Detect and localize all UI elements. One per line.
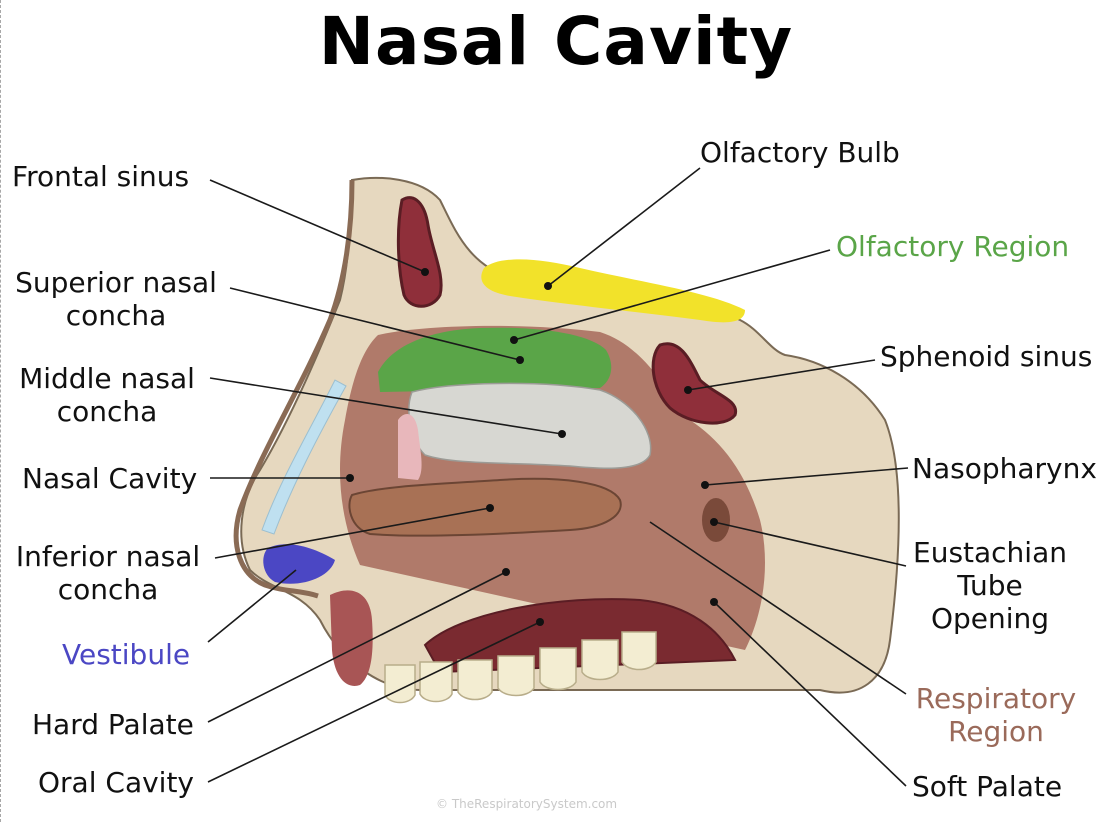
label-respiratory-line2: Region xyxy=(948,715,1044,748)
page-edge xyxy=(0,0,2,822)
label-middle-concha: Middle nasal concha xyxy=(14,362,200,428)
label-frontal-sinus: Frontal sinus xyxy=(12,160,190,193)
olfactory-bulb-shape xyxy=(481,259,745,323)
label-inferior-concha: Inferior nasal concha xyxy=(10,540,206,606)
label-middle-concha-line1: Middle nasal xyxy=(19,362,195,395)
label-inferior-concha-line2: concha xyxy=(57,573,159,606)
label-eustachian-tube: Eustachian Tube Opening xyxy=(910,536,1070,635)
inferior-concha-shape xyxy=(348,477,622,537)
label-eustachian-line1: Eustachian xyxy=(913,536,1067,569)
septum-tissue xyxy=(398,414,422,480)
label-oral-cavity: Oral Cavity xyxy=(38,766,194,799)
sphenoid-sinus-shape xyxy=(651,342,738,425)
upper-lip xyxy=(330,590,373,686)
label-soft-palate: Soft Palate xyxy=(912,770,1063,803)
label-superior-concha-line2: concha xyxy=(65,299,167,332)
vestibule-shape xyxy=(263,544,335,584)
middle-concha-shape xyxy=(408,382,652,469)
label-middle-concha-line2: concha xyxy=(56,395,158,428)
label-inferior-concha-line1: Inferior nasal xyxy=(15,540,201,573)
label-respiratory-region: Respiratory Region xyxy=(908,682,1084,748)
leader-lines xyxy=(207,167,909,787)
label-vestibule: Vestibule xyxy=(62,638,191,671)
watermark: © TheRespiratorySystem.com xyxy=(436,797,618,811)
diagram-title: Nasal Cavity xyxy=(318,3,794,80)
nose-skin xyxy=(233,179,355,599)
label-superior-concha-line1: Superior nasal xyxy=(15,266,217,299)
nasal-cartilage xyxy=(261,379,347,535)
label-sphenoid-sinus: Sphenoid sinus xyxy=(880,340,1093,373)
label-nasopharynx: Nasopharynx xyxy=(912,452,1097,485)
label-hard-palate: Hard Palate xyxy=(32,708,194,741)
label-eustachian-line2: Tube xyxy=(957,569,1023,602)
label-olfactory-region: Olfactory Region xyxy=(836,230,1070,263)
label-nasal-cavity: Nasal Cavity xyxy=(22,462,198,495)
oral-cavity-shape xyxy=(423,598,737,674)
label-eustachian-line3: Opening xyxy=(930,602,1050,635)
label-superior-concha: Superior nasal concha xyxy=(10,266,222,332)
leader-dots xyxy=(346,268,718,626)
olfactory-region-shape xyxy=(378,327,612,392)
label-olfactory-bulb: Olfactory Bulb xyxy=(700,136,900,169)
label-respiratory-line1: Respiratory xyxy=(915,682,1077,715)
